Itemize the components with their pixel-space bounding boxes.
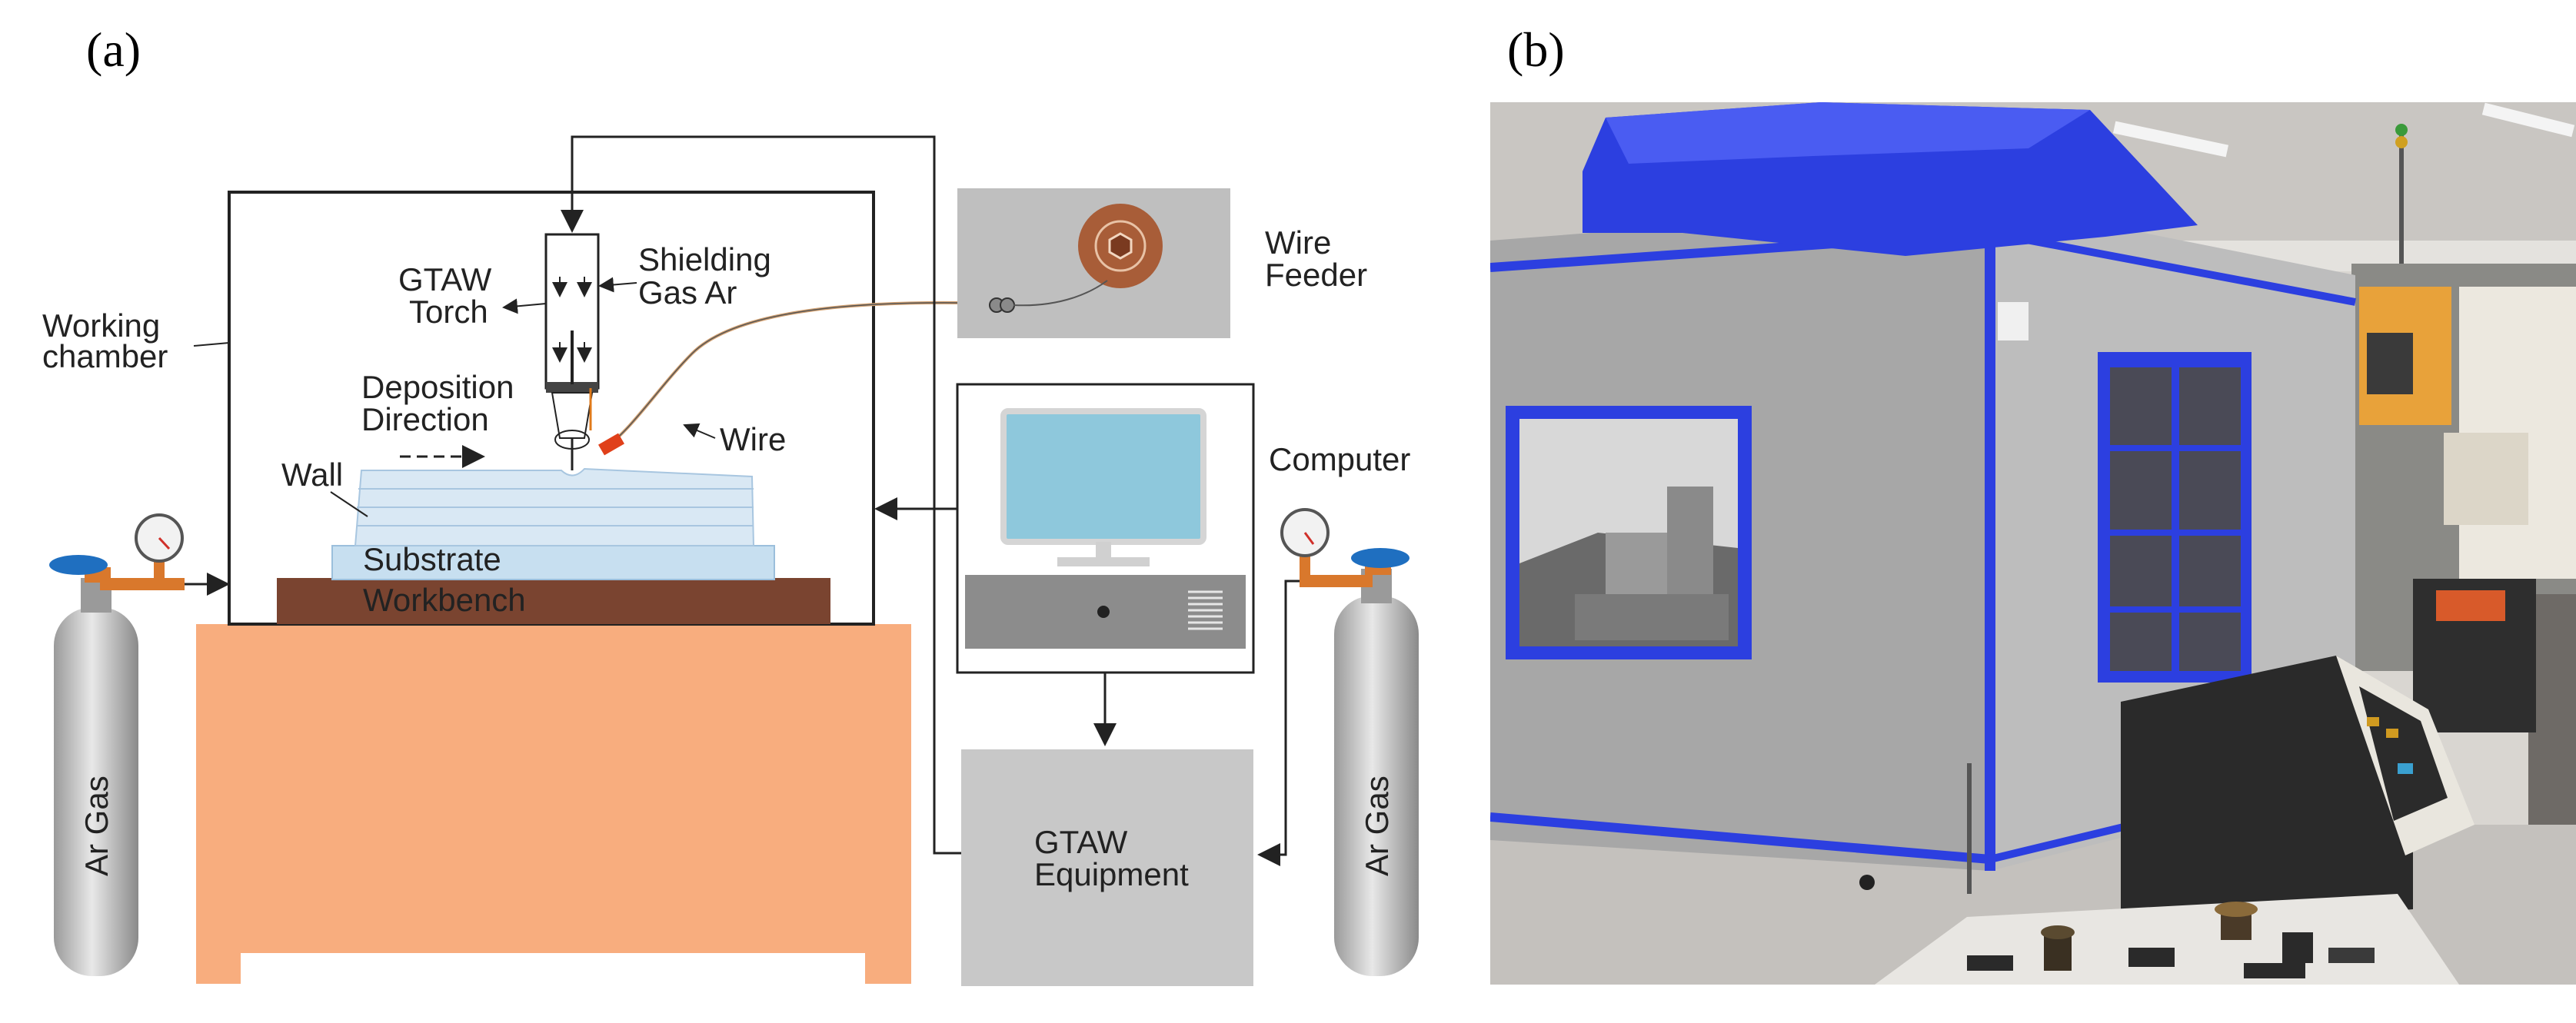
shielding-label-1: Shielding (638, 241, 771, 277)
torch-label-2: Torch (409, 294, 488, 330)
gtaw-torch (544, 233, 600, 470)
desk (196, 624, 911, 984)
desk-gap (241, 953, 865, 988)
control-console (2121, 656, 2413, 932)
gas-cylinder-right (1280, 508, 1419, 976)
equipment-label-1: GTAW (1034, 824, 1128, 860)
torch-label-1: GTAW (398, 261, 492, 297)
wall-label: Wall (281, 457, 343, 493)
gas-right-line (1257, 580, 1300, 866)
gas-right-label: Ar Gas (1359, 776, 1395, 876)
wire-label: Wire (720, 421, 786, 457)
equipment-label-2: Equipment (1034, 856, 1189, 892)
chamber-pointer (193, 342, 230, 347)
shielding-label-2: Gas Ar (638, 274, 737, 311)
control-cable (561, 135, 961, 855)
chamber-label-2: chamber (42, 338, 168, 374)
feeder-roller-2 (1000, 297, 1015, 313)
wire-line (606, 301, 1000, 447)
equipment-photo (1490, 102, 2576, 985)
panel-a-label: (a) (86, 22, 141, 77)
deposition-label-2: Direction (361, 401, 489, 437)
chamber-label-1: Working (42, 307, 160, 344)
gas-left-label: Ar Gas (78, 776, 115, 876)
deposited-wall (354, 467, 755, 546)
schematic-diagram: Workbench Substrate Wall Deposition Dire… (42, 135, 1419, 988)
workbench-label: Workbench (363, 582, 526, 618)
wire-feeder-label-1: Wire (1265, 224, 1331, 261)
gtaw-equipment-box (961, 749, 1253, 986)
gas-cylinder-left (49, 513, 185, 976)
workbench (277, 578, 830, 624)
wire-feeder-label-2: Feeder (1265, 257, 1367, 293)
torch-pointer (502, 298, 547, 314)
pc-vent (1188, 590, 1223, 630)
monitor (1000, 408, 1206, 545)
wall-pointer (330, 491, 368, 517)
panel-b-label: (b) (1507, 22, 1565, 77)
shielding-pointer (598, 277, 637, 293)
computer-label: Computer (1269, 441, 1410, 477)
deposition-label-1: Deposition (361, 369, 514, 405)
wire-nozzle (598, 433, 624, 456)
substrate-label: Substrate (363, 541, 501, 577)
substrate (331, 545, 775, 580)
wire-pointer (683, 423, 716, 439)
